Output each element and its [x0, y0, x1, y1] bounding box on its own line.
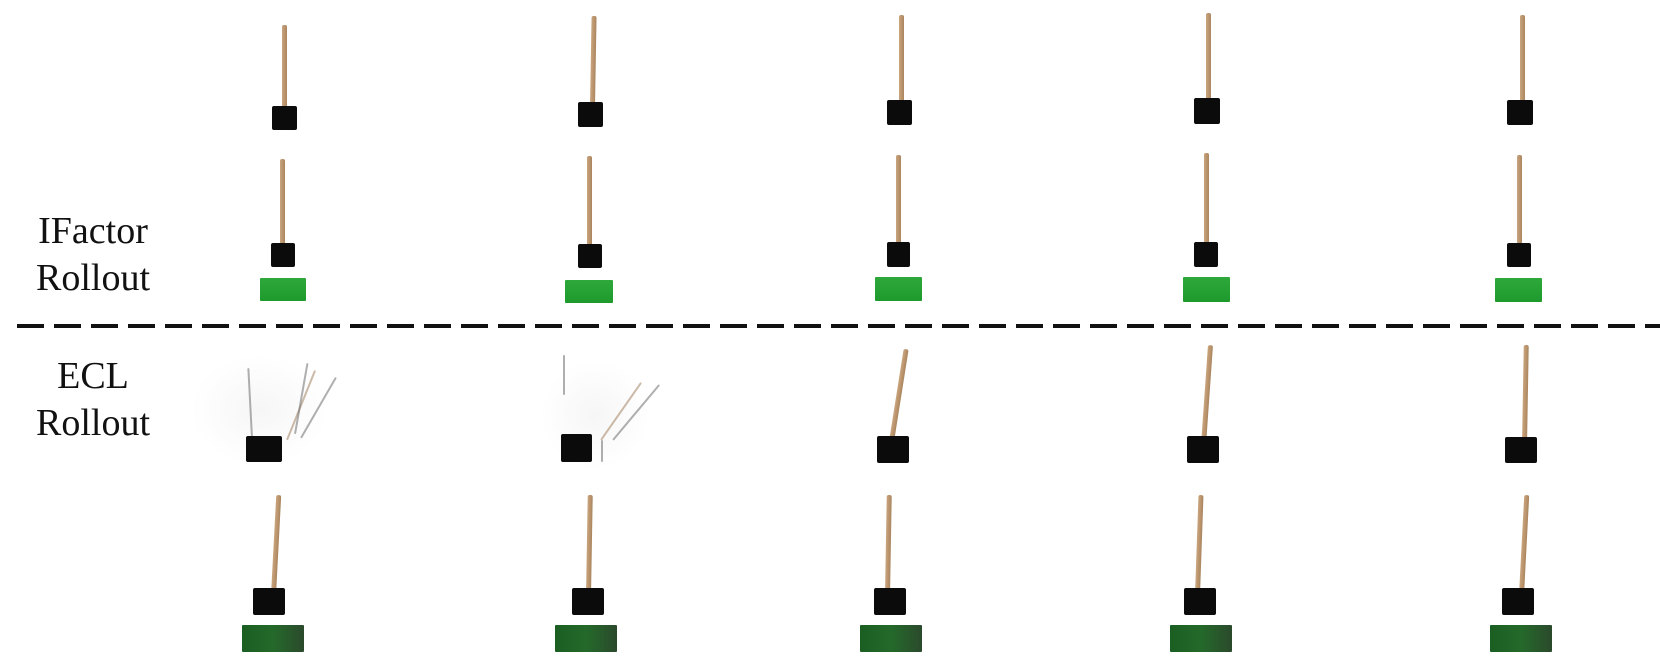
cart-icon: [1187, 436, 1219, 463]
row-label-ifactor-line2: Rollout: [35, 257, 151, 299]
cart-icon: [561, 434, 592, 462]
row-label-ifactor-line1: IFactor: [38, 210, 148, 252]
pole-icon: [271, 495, 282, 596]
cart-icon: [1507, 100, 1533, 125]
cart-icon: [253, 588, 285, 615]
cart-icon: [246, 436, 282, 462]
track-bar: [1183, 277, 1230, 302]
track-bar: [1490, 625, 1552, 652]
pole-icon: [587, 156, 592, 256]
track-bar: [1495, 278, 1542, 302]
track-bar: [242, 625, 304, 652]
cart-icon: [1194, 98, 1220, 124]
cart-icon: [1194, 242, 1218, 267]
pole-icon: [888, 348, 909, 449]
pole-icon: [1519, 495, 1530, 596]
track-bar: [875, 277, 922, 301]
ghost-pole-icon: [601, 440, 603, 462]
pole-icon: [1522, 344, 1529, 446]
pole-icon: [1195, 494, 1204, 596]
cart-icon: [1507, 243, 1531, 267]
pole-icon: [1517, 155, 1522, 255]
cart-icon: [887, 242, 910, 267]
pole-icon: [1206, 13, 1211, 113]
cart-icon: [887, 100, 912, 125]
cart-icon: [1184, 588, 1216, 615]
row-label-ecl-line2: Rollout: [35, 402, 151, 444]
pole-icon: [885, 494, 892, 596]
cart-icon: [578, 244, 602, 268]
cart-icon: [1505, 437, 1537, 463]
cart-icon: [578, 102, 603, 127]
track-bar: [1170, 625, 1232, 652]
pole-icon: [590, 15, 597, 107]
pole-icon: [1201, 345, 1213, 446]
track-bar: [555, 625, 617, 652]
ghost-pole-icon: [563, 355, 565, 395]
cart-icon: [572, 588, 604, 615]
pole-icon: [899, 15, 904, 114]
cart-icon: [271, 243, 295, 267]
cart-icon: [272, 106, 297, 130]
track-bar: [565, 280, 613, 303]
pole-icon: [1520, 15, 1525, 113]
cart-icon: [877, 436, 909, 463]
pole-icon: [282, 25, 287, 118]
pole-icon: [1204, 153, 1209, 253]
dashed-separator: [17, 324, 1660, 328]
pole-icon: [280, 159, 285, 256]
cart-icon: [874, 588, 906, 615]
track-bar: [860, 625, 922, 652]
row-label-ecl-line1: ECL: [57, 355, 129, 397]
cart-icon: [1502, 588, 1534, 615]
pole-icon: [896, 155, 901, 255]
track-bar: [260, 278, 306, 301]
pole-icon: [586, 494, 593, 596]
